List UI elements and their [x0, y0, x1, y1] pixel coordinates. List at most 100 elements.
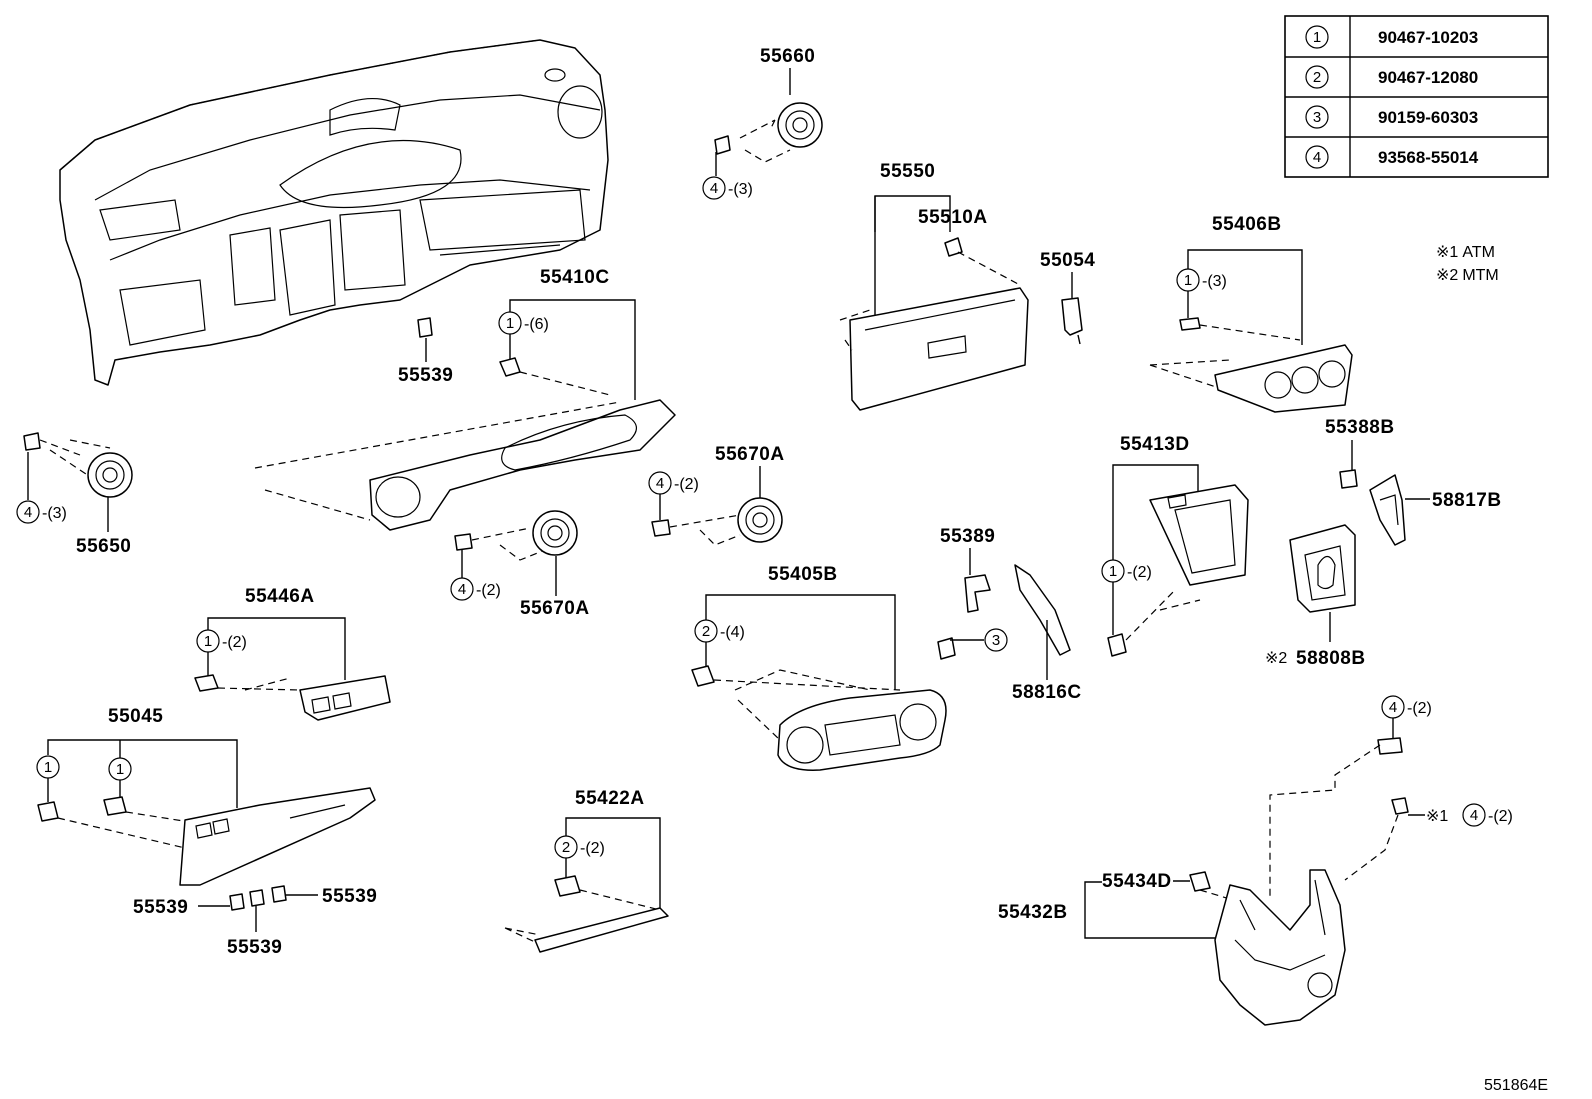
svg-text:55422A: 55422A [575, 788, 645, 809]
switch-base-55406B: 55406B 1 -(3) [1149, 214, 1353, 413]
register-55670A-left: 4 -(2) 55670A [450, 510, 590, 619]
callout-console-top: 4 -(2) [1381, 695, 1432, 719]
svg-text:4: 4 [24, 504, 32, 521]
callout-console-mid: 4 -(2) [1462, 803, 1513, 827]
callout-55410C: 1 -(6) [498, 311, 549, 335]
svg-text:-(2): -(2) [674, 476, 699, 493]
legend-row-2: 2 90467-12080 [1305, 65, 1478, 89]
svg-text:4: 4 [1313, 149, 1321, 166]
svg-text:-(2): -(2) [1488, 808, 1513, 825]
svg-text:55388B: 55388B [1325, 417, 1395, 438]
damper-55054: 55054 [1040, 250, 1095, 345]
callout-55045-a: 1 [36, 755, 60, 779]
svg-text:-(6): -(6) [524, 316, 549, 333]
figure-code: 551864E [1484, 1077, 1548, 1094]
register-55660: 55660 4 -(3) [702, 46, 823, 200]
svg-text:2: 2 [1313, 69, 1321, 86]
clip-55388B: 55388B [1325, 417, 1395, 489]
svg-text:4: 4 [710, 180, 718, 197]
svg-text:4: 4 [1389, 699, 1397, 716]
svg-text:-(2): -(2) [476, 582, 501, 599]
center-bezel-55405B: 55405B 2 -(4) [691, 564, 947, 771]
svg-text:1: 1 [204, 633, 212, 650]
callout-55045-b: 1 [108, 757, 132, 781]
callout-55406B: 1 -(3) [1176, 268, 1227, 292]
legend-table: 1 90467-10203 2 90467-12080 3 90159-6030… [1284, 15, 1549, 178]
svg-text:-(2): -(2) [222, 634, 247, 651]
clips-55539-bottom: 55539 55539 55539 [133, 885, 377, 958]
svg-text:-(2): -(2) [580, 840, 605, 857]
svg-text:-(3): -(3) [42, 505, 67, 522]
svg-text:-(2): -(2) [1407, 700, 1432, 717]
callout-55660: 4 -(3) [702, 176, 753, 200]
svg-text:55539: 55539 [322, 886, 377, 907]
lower-trim-55422A: 55422A 2 -(2) [504, 788, 669, 953]
svg-text:55446A: 55446A [245, 586, 315, 607]
callout-55405B: 2 -(4) [694, 619, 745, 643]
legend-row-4: 4 93568-55014 [1305, 145, 1479, 169]
svg-text:90467-10203: 90467-10203 [1378, 28, 1478, 47]
svg-text:90159-60303: 90159-60303 [1378, 108, 1478, 127]
svg-text:1: 1 [506, 315, 514, 332]
svg-text:55650: 55650 [76, 536, 131, 557]
svg-text:55406B: 55406B [1212, 214, 1282, 235]
svg-text:55389: 55389 [940, 526, 995, 547]
svg-text:55434D: 55434D [1102, 871, 1172, 892]
svg-text:-(3): -(3) [728, 181, 753, 198]
register-55650: 4 -(3) 55650 [16, 432, 133, 557]
svg-text:55054: 55054 [1040, 250, 1095, 271]
svg-text:55413D: 55413D [1120, 434, 1190, 455]
svg-text:-(3): -(3) [1202, 273, 1227, 290]
callout-55670A-right: 4 -(2) [648, 471, 699, 495]
svg-text:55510A: 55510A [918, 207, 988, 228]
callout-55389: 3 [984, 628, 1008, 652]
svg-text:58816C: 58816C [1012, 682, 1082, 703]
bracket-58817B: 58817B [1369, 474, 1502, 546]
callout-55670A-left: 4 -(2) [450, 577, 501, 601]
cluster-panel-55410C: 55410C 1 -(6) [254, 267, 676, 531]
svg-text:※2: ※2 [1265, 650, 1287, 667]
register-55670A-right: 55670A 4 -(2) [648, 444, 785, 546]
svg-text:55660: 55660 [760, 46, 815, 67]
svg-text:55670A: 55670A [520, 598, 590, 619]
callout-55650: 4 -(3) [16, 500, 67, 524]
callout-55413D: 1 -(2) [1101, 559, 1152, 583]
svg-text:55405B: 55405B [768, 564, 838, 585]
svg-text:1: 1 [1184, 272, 1192, 289]
svg-text:1: 1 [1109, 563, 1117, 580]
callout-55422A: 2 -(2) [554, 835, 605, 859]
svg-text:55539: 55539 [133, 897, 188, 918]
clip-55539-top: 55539 [398, 317, 453, 386]
svg-text:2: 2 [562, 839, 570, 856]
svg-text:4: 4 [458, 581, 466, 598]
switch-base-55446A: 55446A 1 -(2) [194, 586, 391, 721]
console-55432B: 4 -(2) ※1 4 -(2) 55434D 55432B [998, 695, 1513, 1026]
lower-panel-55045: 55045 1 1 [36, 706, 376, 886]
svg-text:55670A: 55670A [715, 444, 785, 465]
svg-text:-(4): -(4) [720, 624, 745, 641]
svg-text:4: 4 [656, 475, 664, 492]
svg-text:1: 1 [1313, 29, 1321, 46]
svg-text:55539: 55539 [398, 365, 453, 386]
svg-text:55410C: 55410C [540, 267, 610, 288]
glove-box-55550: 55550 55510A [839, 161, 1029, 411]
svg-text:55550: 55550 [880, 161, 935, 182]
svg-text:1: 1 [116, 761, 124, 778]
svg-text:58817B: 58817B [1432, 490, 1502, 511]
svg-text:90467-12080: 90467-12080 [1378, 68, 1478, 87]
svg-text:1: 1 [44, 759, 52, 776]
bracket-55389: 55389 3 [937, 526, 1008, 660]
svg-text:-(2): -(2) [1127, 564, 1152, 581]
trim-58816C: 58816C [1012, 564, 1082, 703]
shift-panel-55413D: 55413D 1 -(2) [1101, 434, 1249, 657]
svg-text:55432B: 55432B [998, 902, 1068, 923]
svg-text:93568-55014: 93568-55014 [1378, 148, 1479, 167]
svg-text:2: 2 [702, 623, 710, 640]
svg-text:55539: 55539 [227, 937, 282, 958]
svg-text:55045: 55045 [108, 706, 163, 727]
legend-row-3: 3 90159-60303 [1305, 105, 1478, 129]
